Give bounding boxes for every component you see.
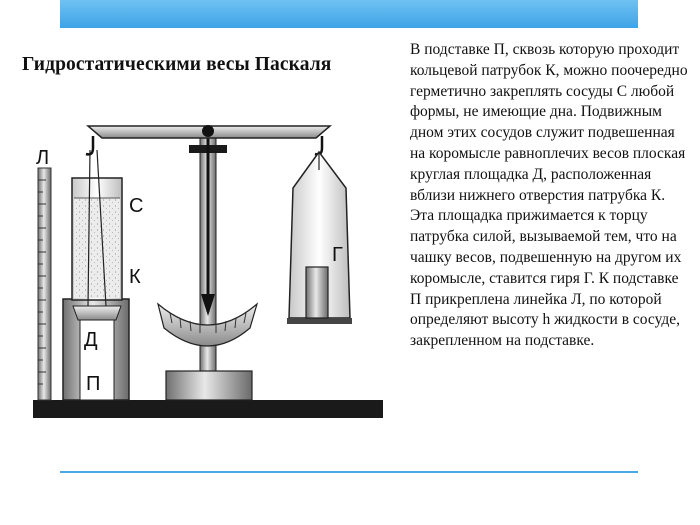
left-string-a <box>87 149 91 307</box>
label-platform: Д <box>84 329 98 351</box>
header-accent-bar <box>60 0 638 28</box>
scale-arc <box>156 302 259 347</box>
weight-block <box>305 266 329 319</box>
ruler <box>37 167 52 401</box>
left-hook <box>85 136 95 156</box>
slide-description: В подставке П, сквозь которую проходит к… <box>410 41 688 350</box>
pointer-needle <box>201 138 215 316</box>
label-vessel: С <box>129 195 143 217</box>
label-weight: Г <box>332 244 343 266</box>
base-table <box>33 400 383 418</box>
slide-title: Гидростатическими весы Паскаля <box>22 54 332 75</box>
platform-disk <box>72 305 122 321</box>
stand <box>62 298 130 401</box>
label-ruler: Л <box>36 147 49 169</box>
label-stand: П <box>86 373 100 395</box>
vessel <box>71 177 123 301</box>
label-nozzle: К <box>129 266 141 288</box>
footer-divider <box>60 471 638 473</box>
balance-beam <box>85 125 333 139</box>
left-string-b <box>96 149 107 307</box>
